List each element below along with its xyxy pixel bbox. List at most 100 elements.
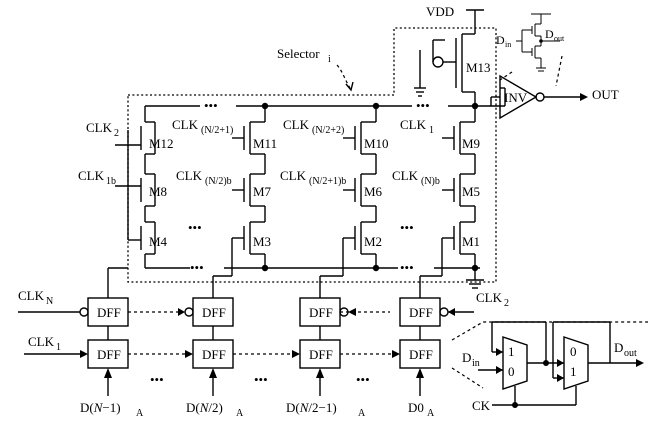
mux-din-label: D in (462, 350, 480, 369)
svg-text:CLK: CLK (392, 168, 419, 183)
svg-text:out: out (554, 34, 565, 43)
svg-text:(N/2)b: (N/2)b (205, 176, 232, 187)
svg-text:CLK: CLK (86, 120, 113, 135)
svg-text:CLK: CLK (476, 290, 503, 305)
mux-dout-label: D out (614, 340, 637, 359)
inset-din-label: D in (496, 33, 511, 49)
m7-label: M7 (253, 184, 272, 199)
svg-text:D(N−1): D(N−1) (80, 400, 121, 415)
svg-text:DFF: DFF (309, 347, 333, 362)
m1-label: M1 (462, 234, 480, 249)
clk-n-label: CLK N (18, 288, 53, 307)
inset-link-right (555, 55, 563, 87)
data-input-1: D(N−1) A (80, 400, 144, 419)
svg-text:CLK: CLK (18, 288, 45, 303)
svg-text:D0: D0 (408, 400, 424, 415)
svg-text:(N/2+1)b: (N/2+1)b (309, 176, 346, 187)
clk-mid-1-label: CLK (N/2)b (176, 168, 232, 187)
clk-mid-3-label: CLK (N)b (392, 168, 440, 187)
clk-1b-side-label: CLK 1b (78, 168, 116, 187)
svg-text:CLK: CLK (400, 117, 427, 132)
ellipsis-bot-right: ••• (400, 260, 414, 275)
svg-text:DFF: DFF (202, 305, 226, 320)
selector-boundary (127, 27, 497, 283)
m4-label: M4 (149, 234, 168, 249)
clk-top-2-label: CLK (N/2+2) (283, 117, 344, 136)
dff-upper-3: DFF (299, 297, 341, 327)
m12-label: M12 (149, 136, 174, 151)
svg-text:A: A (136, 408, 144, 419)
dff-upper-2: DFF (192, 297, 234, 327)
ellipsis-top-left: ••• (204, 98, 218, 113)
svg-text:N: N (46, 296, 53, 307)
clk-1-label: CLK 1 (28, 334, 61, 353)
vdd-label: VDD (426, 4, 454, 19)
stack-column-1 (115, 106, 156, 268)
m13-label: M13 (466, 60, 491, 75)
svg-text:DFF: DFF (309, 305, 333, 320)
data-input-3: D(N/2−1) A (286, 400, 366, 419)
svg-text:(N/2+2): (N/2+2) (312, 125, 344, 136)
ellipsis-top-right: ••• (416, 98, 430, 113)
m5-label: M5 (462, 184, 480, 199)
data-input-2: D(N/2) A (186, 400, 244, 419)
transistor-m13: M13 (414, 10, 491, 106)
mux1-in0-label: 0 (508, 364, 515, 379)
inset-dout-label: D out (545, 27, 565, 43)
svg-text:A: A (427, 408, 435, 419)
clk-top-3-label: CLK 1 (400, 117, 434, 136)
svg-text:in: in (505, 40, 511, 49)
mux-detail (451, 321, 648, 408)
svg-text:D: D (545, 27, 554, 41)
dff-lower-1: DFF (87, 339, 129, 369)
svg-text:in: in (472, 358, 480, 369)
inv-label: INV (504, 90, 528, 105)
svg-text:D: D (496, 33, 505, 47)
svg-text:(N)b: (N)b (421, 176, 440, 187)
stack-column-4 (442, 106, 476, 268)
svg-text:D: D (462, 350, 471, 365)
svg-text:D: D (614, 340, 623, 355)
svg-text:DFF: DFF (409, 347, 433, 362)
stack-column-3 (343, 106, 377, 268)
mux-ck-label: CK (472, 398, 491, 413)
svg-text:CLK: CLK (28, 334, 55, 349)
m2-label: M2 (364, 234, 382, 249)
inverter (490, 74, 588, 120)
dff-lower-2: DFF (192, 339, 234, 369)
ellipsis-data-3: ••• (356, 372, 370, 387)
m9-label: M9 (462, 136, 480, 151)
clk-mid-2-label: CLK (N/2+1)b (280, 168, 346, 187)
selector-label: Selector i (277, 46, 331, 65)
svg-text:2: 2 (504, 298, 509, 309)
ellipsis-m2-m1: ••• (400, 220, 414, 235)
svg-text:D(N/2−1): D(N/2−1) (286, 400, 337, 415)
svg-text:1: 1 (429, 125, 434, 136)
m3-label: M3 (253, 234, 271, 249)
svg-text:DFF: DFF (202, 347, 226, 362)
m6-label: M6 (364, 184, 383, 199)
inverter-inset (516, 13, 560, 72)
mux2-in0-label: 0 (570, 344, 577, 359)
svg-text:2: 2 (114, 128, 119, 139)
svg-text:i: i (328, 54, 331, 65)
svg-text:1b: 1b (106, 176, 116, 187)
dff-upper-1: DFF (87, 297, 129, 327)
selector-arrowhead (345, 81, 354, 92)
data-input-4: D0 A (408, 400, 435, 419)
svg-text:out: out (624, 348, 637, 359)
selector-pointer (336, 64, 351, 89)
m10-label: M10 (364, 136, 389, 151)
svg-text:Selector: Selector (277, 46, 320, 61)
ellipsis-bot-left: ••• (190, 260, 204, 275)
out-label: OUT (592, 87, 619, 102)
dff-lower-4: DFF (399, 339, 441, 369)
clk-2-right-label: CLK 2 (476, 290, 509, 309)
svg-text:CLK: CLK (283, 117, 310, 132)
ellipsis-m4-m3: ••• (188, 220, 202, 235)
mux1-in1-label: 1 (508, 344, 515, 359)
inset-link-left (499, 71, 513, 81)
ellipsis-data-1: ••• (150, 372, 164, 387)
